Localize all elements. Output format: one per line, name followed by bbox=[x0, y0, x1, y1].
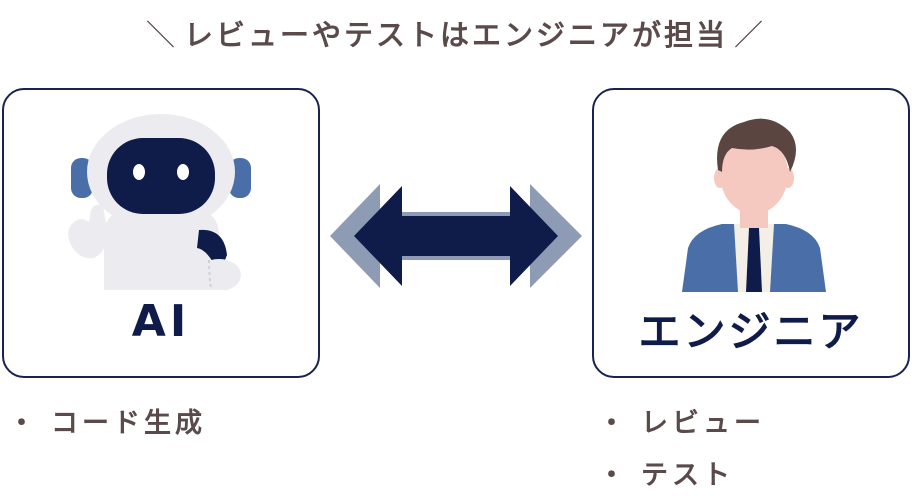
title-text: レビューやテストはエンジニアが担当 bbox=[183, 18, 728, 52]
robot-icon bbox=[68, 114, 251, 290]
engineer-person-icon bbox=[682, 118, 826, 292]
list-item: ・ テスト bbox=[598, 446, 765, 498]
bullet-mark: ・ bbox=[8, 407, 39, 439]
task-text: テスト bbox=[641, 459, 734, 491]
double-arrow-icon bbox=[330, 184, 582, 288]
title-right-mark: ／ bbox=[734, 18, 767, 52]
bullet-mark: ・ bbox=[598, 459, 629, 491]
engineer-label: エンジニア bbox=[638, 307, 864, 356]
task-text: コード生成 bbox=[51, 407, 206, 439]
list-item: ・ レビュー bbox=[598, 394, 765, 446]
ai-task-list: ・ コード生成 bbox=[8, 394, 206, 446]
list-item: ・ コード生成 bbox=[8, 394, 206, 446]
bullet-mark: ・ bbox=[598, 407, 629, 439]
engineer-card: エンジニア bbox=[592, 88, 910, 378]
ai-label: AI bbox=[131, 296, 191, 347]
ai-card: AI bbox=[2, 88, 320, 378]
title-left-mark: ＼ bbox=[145, 18, 178, 52]
engineer-task-list: ・ レビュー ・ テスト bbox=[598, 394, 765, 498]
diagram-title: ＼ レビューやテストはエンジニアが担当 ／ bbox=[0, 8, 912, 58]
task-text: レビュー bbox=[641, 407, 765, 439]
